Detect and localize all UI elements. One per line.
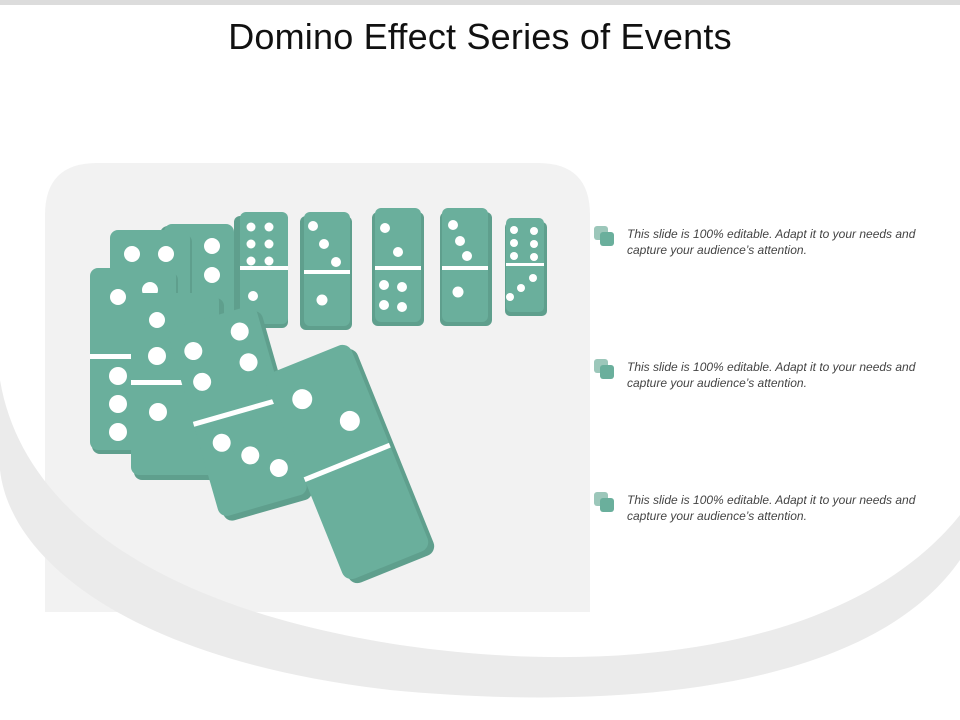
domino-back-3 xyxy=(372,208,424,326)
domino-back-5 xyxy=(505,218,547,316)
page-title: Domino Effect Series of Events xyxy=(228,16,732,57)
bullet-text-3: This slide is 100% editable. Adapt it to… xyxy=(627,493,916,523)
background-swoosh xyxy=(0,380,960,698)
domino-back-2 xyxy=(300,212,352,330)
bullet-text-2: This slide is 100% editable. Adapt it to… xyxy=(627,360,916,390)
domino-tilting-1 xyxy=(168,306,313,521)
stacked-squares-icon xyxy=(594,226,618,248)
bullet-text-1: This slide is 100% editable. Adapt it to… xyxy=(627,227,916,257)
domino-falling xyxy=(265,344,435,584)
top-rule xyxy=(0,0,960,5)
stacked-squares-icon xyxy=(594,492,618,514)
domino-back-1 xyxy=(234,212,288,328)
domino-back-4 xyxy=(440,208,492,326)
stacked-squares-icon xyxy=(594,359,618,381)
dominoes-group xyxy=(90,208,547,584)
